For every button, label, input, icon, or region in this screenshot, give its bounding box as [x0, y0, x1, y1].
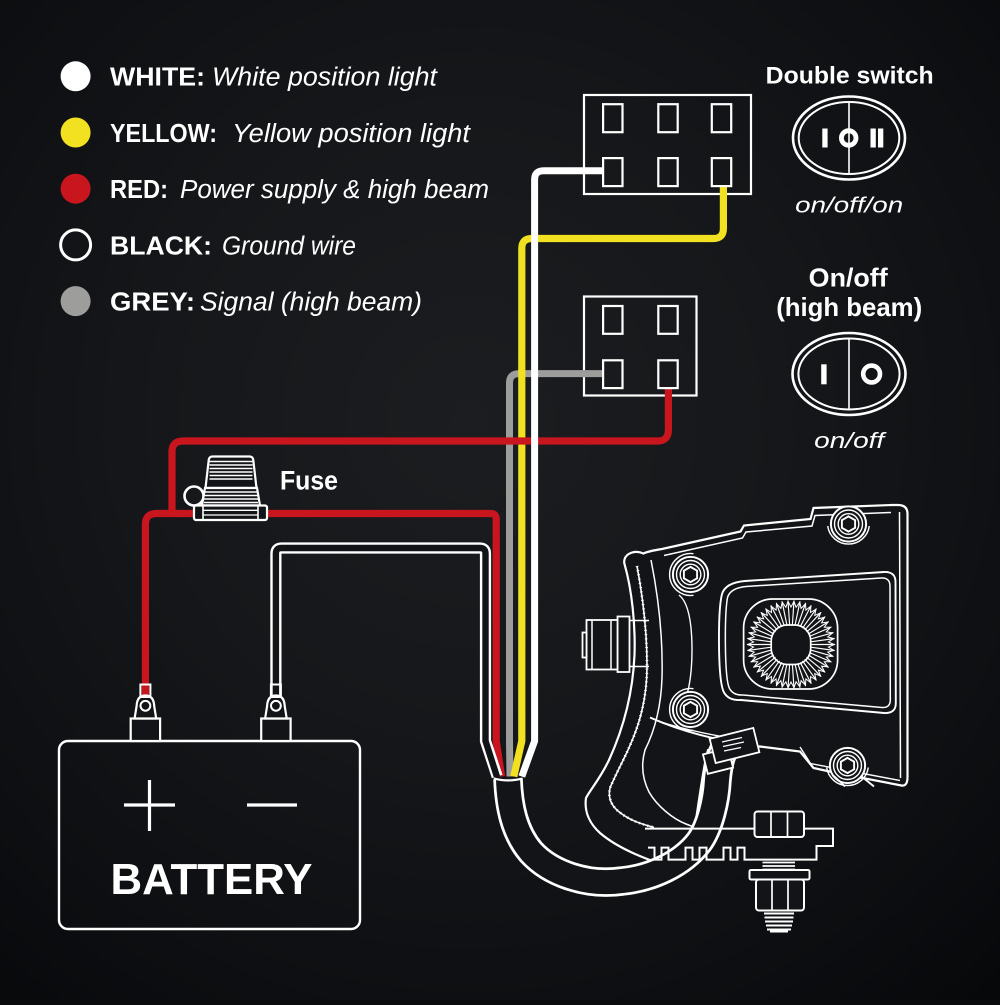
svg-text:Yellow position light: Yellow position light [232, 120, 471, 148]
svg-text:RED:: RED: [110, 176, 168, 204]
svg-text:on/off: on/off [814, 428, 888, 453]
svg-text:Double switch: Double switch [766, 63, 934, 90]
svg-text:BATTERY: BATTERY [111, 855, 313, 904]
svg-text:GREY:: GREY: [110, 289, 195, 317]
svg-text:Fuse: Fuse [280, 466, 338, 496]
svg-text:WHITE:: WHITE: [110, 64, 205, 92]
svg-text:Signal (high beam): Signal (high beam) [200, 289, 422, 317]
svg-text:(high beam): (high beam) [776, 292, 922, 322]
svg-text:on/off/on: on/off/on [795, 193, 903, 218]
svg-text:YELLOW:: YELLOW: [110, 120, 217, 148]
svg-text:Ground wire: Ground wire [222, 232, 356, 260]
svg-text:Power supply & high beam: Power supply & high beam [180, 176, 489, 204]
svg-text:On/off: On/off [809, 263, 888, 293]
svg-text:BLACK:: BLACK: [110, 232, 212, 260]
svg-text:White position light: White position light [212, 64, 438, 92]
